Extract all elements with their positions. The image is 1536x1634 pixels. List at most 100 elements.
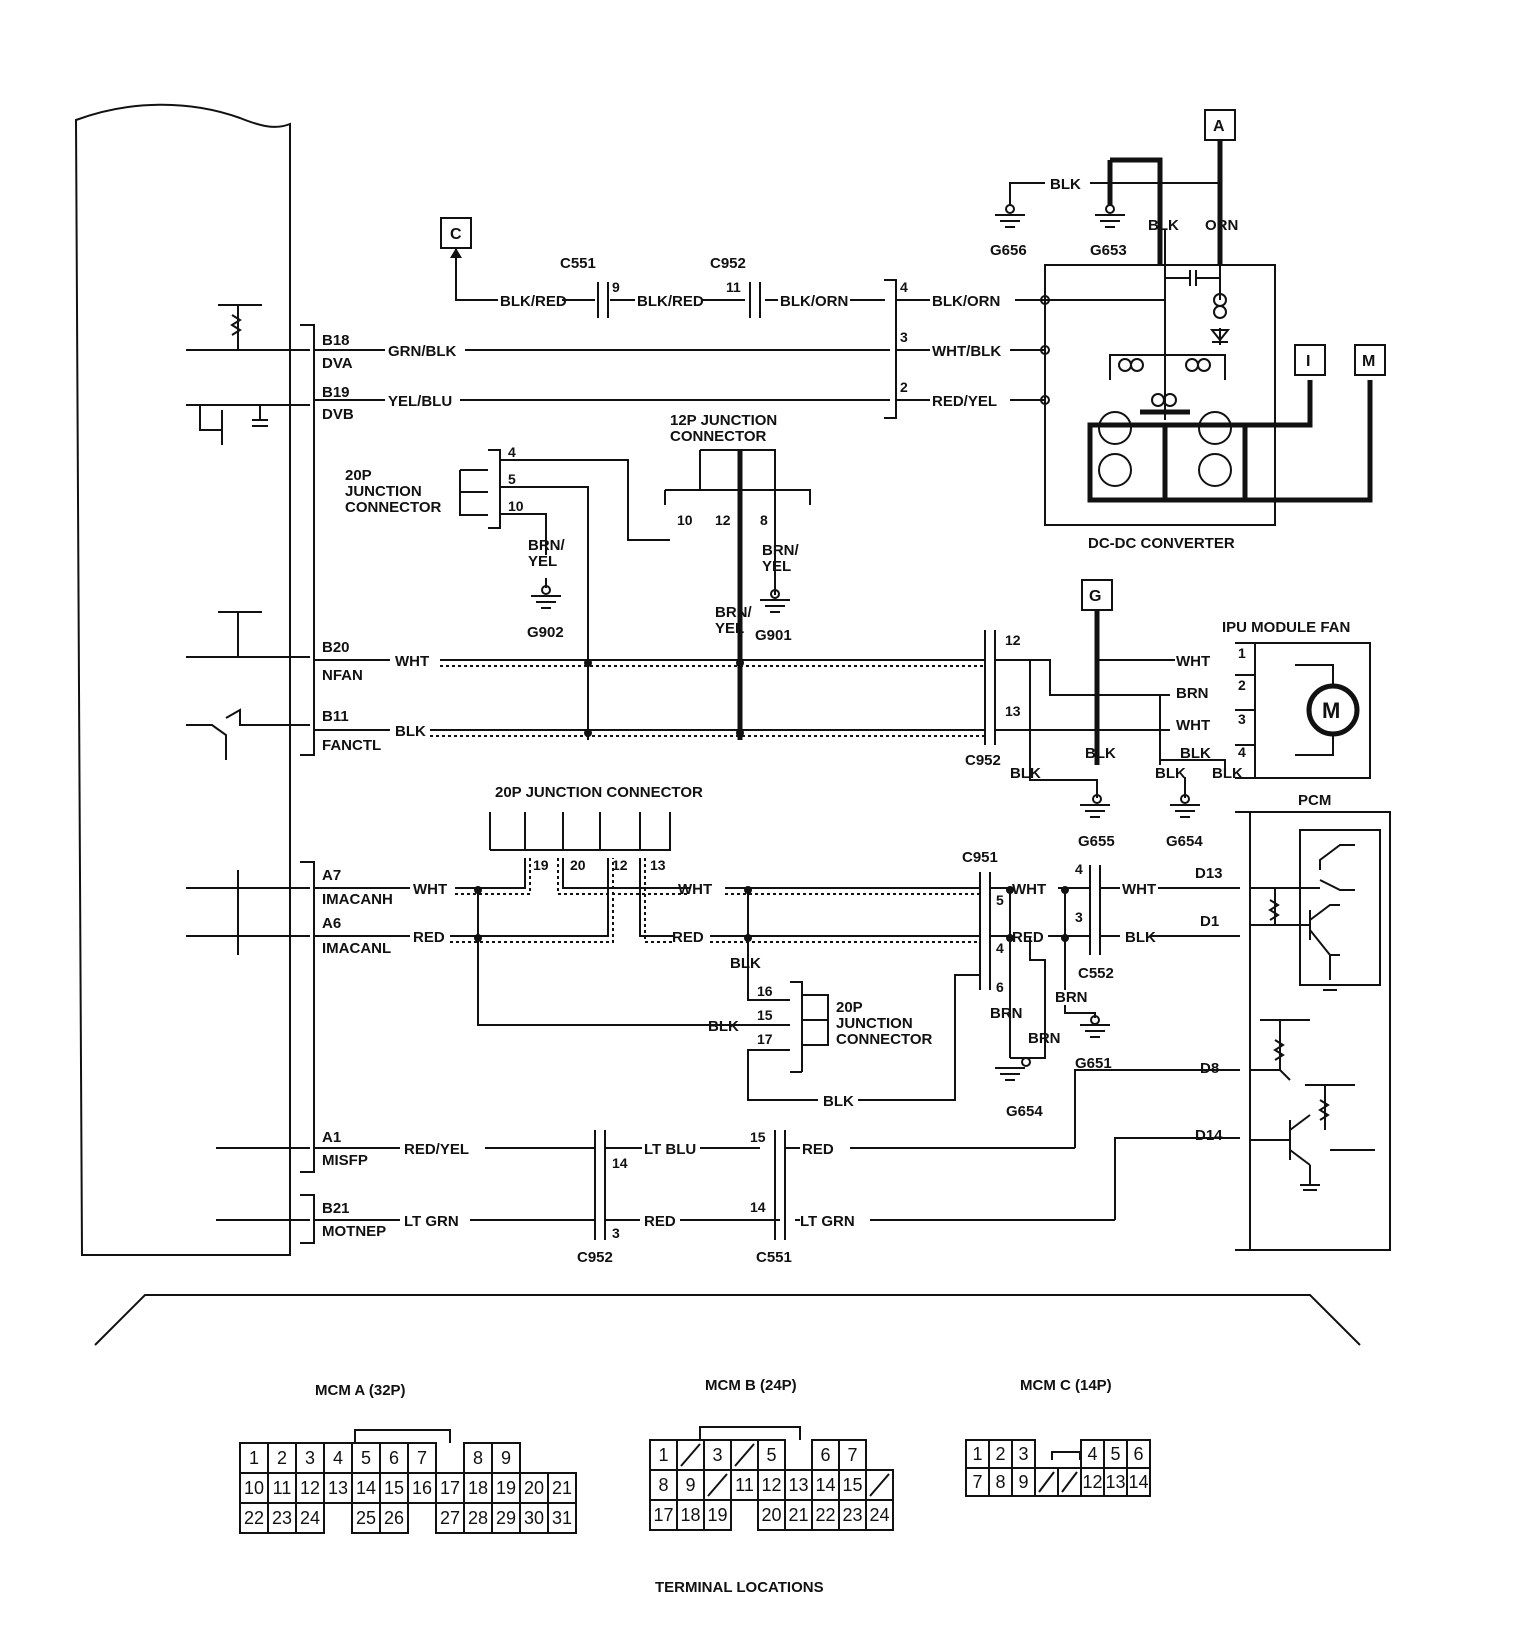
wire-lt-blu-label: LT BLU <box>644 1141 696 1158</box>
wire-grn-blk-label: GRN/BLK <box>388 343 456 360</box>
terminal-cell <box>757 1439 786 1471</box>
terminal-number: 1 <box>972 1444 982 1464</box>
pin-14-c952b: 14 <box>612 1155 628 1171</box>
terminal-number: 21 <box>552 1478 572 1498</box>
c952-fan-symbol <box>984 630 996 745</box>
mcm-b-lock-tab <box>699 1426 801 1440</box>
ref-a-label: A <box>1213 118 1225 135</box>
terminal-number: 23 <box>842 1505 862 1525</box>
wire-wht-label-c552: WHT <box>1122 881 1156 898</box>
pin-20-jc20b: 20 <box>570 857 586 873</box>
g654a-symbol <box>1170 777 1200 818</box>
wire-blk-label-g654a: BLK <box>1155 765 1186 782</box>
terminal-number: 28 <box>468 1508 488 1528</box>
ipu-fan-label: IPU MODULE FAN <box>1222 619 1350 636</box>
pin-13-jc20b: 13 <box>650 857 666 873</box>
pcm-d14-label: D14 <box>1195 1127 1223 1144</box>
terminal-number: 4 <box>1087 1444 1097 1464</box>
blank-terminal-slash <box>734 1443 755 1467</box>
pin-3-fan: 3 <box>1238 711 1246 727</box>
wire-wht-label-nfan: WHT <box>395 653 429 670</box>
terminal-number: 24 <box>869 1505 889 1525</box>
terminal-number: 13 <box>1105 1472 1125 1492</box>
wire-dcdc-right <box>896 299 1045 401</box>
pin-12-c952: 12 <box>1005 632 1021 648</box>
wire-brn-label-c951b: BRN <box>1028 1030 1061 1047</box>
terminal-number: 17 <box>653 1505 673 1525</box>
pin-4-c552: 4 <box>1075 861 1083 877</box>
c552-symbol <box>1089 865 1101 955</box>
g653-label: G653 <box>1090 242 1127 259</box>
c951-symbol <box>979 872 991 990</box>
pin-19-jc20b: 19 <box>533 857 549 873</box>
junction20p-a-symbol <box>459 449 501 529</box>
g902-symbol <box>531 578 561 609</box>
pin-17-jc20c: 17 <box>757 1031 773 1047</box>
terminal-number: 12 <box>300 1478 320 1498</box>
pin-b18-label: B18 <box>322 332 350 349</box>
mcm-connector-bar-a <box>300 861 315 1173</box>
splice-fanctl-2 <box>736 729 744 737</box>
blank-terminal-slash <box>1038 1471 1055 1493</box>
pin-13-c952: 13 <box>1005 703 1021 719</box>
pin-11: 11 <box>726 279 741 295</box>
terminal-number: 9 <box>501 1448 511 1468</box>
ref-i-box <box>1294 344 1326 376</box>
wire-wht-label-fan1: WHT <box>1176 653 1210 670</box>
pin-misfp-label: MISFP <box>322 1152 368 1169</box>
terminal-number: 14 <box>815 1475 835 1495</box>
terminal-number: 22 <box>815 1505 835 1525</box>
g651-label: G651 <box>1075 1055 1112 1072</box>
pin-fanctl-label: FANCTL <box>322 737 381 754</box>
terminal-number: 24 <box>300 1508 320 1528</box>
wire-red-yel-label-misfp: RED/YEL <box>404 1141 469 1158</box>
wire-wht-label-canh-2: WHT <box>678 881 712 898</box>
blank-terminal-slash <box>680 1443 701 1467</box>
terminal-number: 15 <box>842 1475 862 1495</box>
mcm-a-lock-tab <box>354 1429 451 1443</box>
pin-imacanl-label: IMACANL <box>322 940 391 957</box>
terminal-number: 13 <box>328 1478 348 1498</box>
g902-label: G902 <box>527 624 564 641</box>
pcm-connector-bar <box>1235 811 1251 1251</box>
g656-symbol <box>995 214 1025 228</box>
terminal-cell <box>1126 1467 1151 1497</box>
ref-m-label: M <box>1362 353 1375 370</box>
arrow-c <box>450 248 462 258</box>
g656-label: G656 <box>990 242 1027 259</box>
wire-blk-red-label-1: BLK/RED <box>500 293 567 310</box>
splice-nfan-1 <box>584 659 592 667</box>
g655-label: G655 <box>1078 833 1115 850</box>
ipu-fan-box <box>1254 642 1371 779</box>
g655-symbol <box>1029 755 1110 818</box>
c952-top-label: C952 <box>710 255 746 272</box>
terminal-cell <box>239 1472 269 1504</box>
pin-2-dcdc: 2 <box>900 379 908 395</box>
terminal-cell <box>519 1502 549 1534</box>
terminal-cell <box>295 1502 325 1534</box>
terminal-cell <box>323 1442 353 1474</box>
terminal-cell <box>491 1502 521 1534</box>
c551-bot-label: C551 <box>756 1249 792 1266</box>
g654a-label: G654 <box>1166 833 1203 850</box>
wire-blk-label-g655: BLK <box>1085 745 1116 762</box>
c552-label: C552 <box>1078 965 1114 982</box>
wire-red-yel-label: RED/YEL <box>932 393 997 410</box>
terminal-cell <box>379 1502 409 1534</box>
pin-nfan-label: NFAN <box>322 667 363 684</box>
junction20p-b-symbol <box>489 812 671 851</box>
terminal-cell <box>547 1502 577 1534</box>
terminal-number: 22 <box>244 1508 264 1528</box>
g901-label: G901 <box>755 627 792 644</box>
wire-c552-out <box>1064 887 1240 990</box>
pin-b20-label: B20 <box>322 639 350 656</box>
c551-top-symbol <box>597 282 609 318</box>
terminal-number: 7 <box>417 1448 427 1468</box>
pin-5-c951: 5 <box>996 892 1004 908</box>
c952-top-symbol <box>749 282 761 318</box>
c951-label: C951 <box>962 849 998 866</box>
wire-blk-label-c552: BLK <box>1125 929 1156 946</box>
terminal-number: 3 <box>1018 1444 1028 1464</box>
